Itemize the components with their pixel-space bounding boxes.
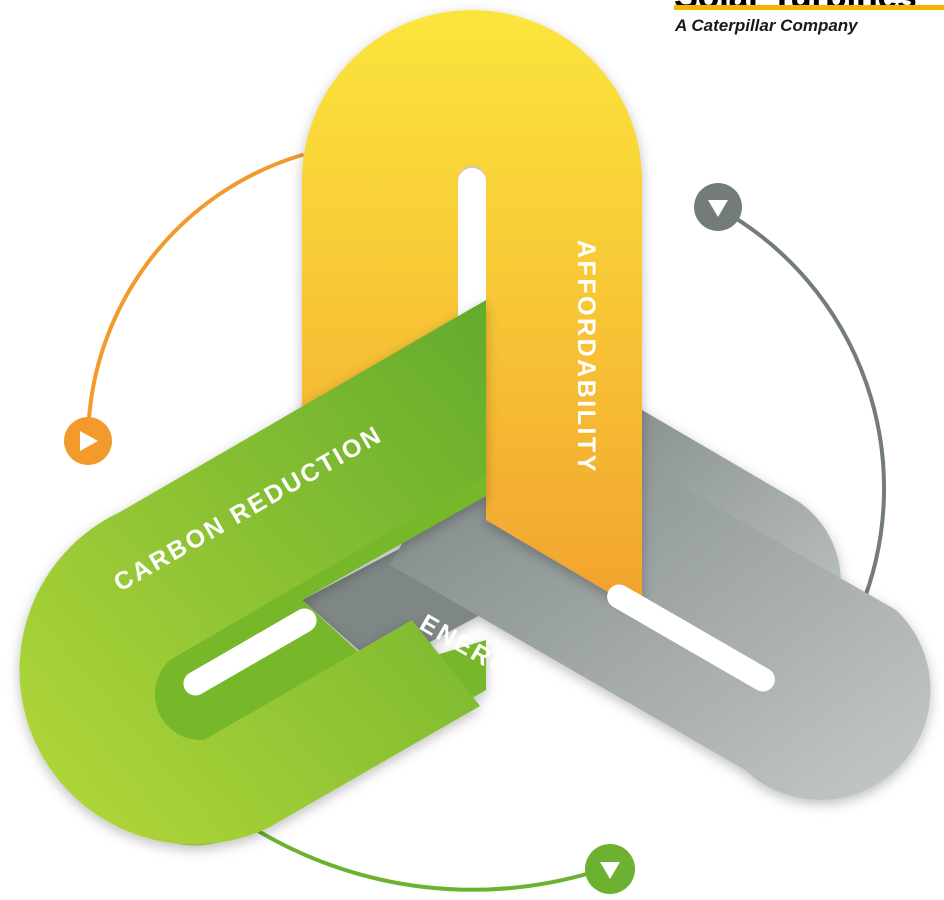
logo-rule xyxy=(674,5,944,10)
carbon-reduction-slot xyxy=(183,608,317,696)
energy-resiliency-slot xyxy=(607,584,775,692)
green-cycle-arc xyxy=(248,824,608,892)
play-arrow-icon xyxy=(600,862,620,879)
orange-cycle-arc xyxy=(86,153,304,442)
orange-marker xyxy=(64,417,112,465)
company-logo: Solar Turbines A Caterpillar Company xyxy=(674,0,944,48)
affordability-label: AFFORDABILITY xyxy=(572,240,600,474)
carbon-reduction-band xyxy=(19,300,487,846)
logo-tagline: A Caterpillar Company xyxy=(675,16,858,35)
green-marker xyxy=(585,844,635,894)
play-arrow-icon xyxy=(80,431,98,451)
gray-cycle-arc xyxy=(720,208,887,612)
gray-marker xyxy=(694,183,742,231)
play-arrow-icon xyxy=(708,200,728,217)
